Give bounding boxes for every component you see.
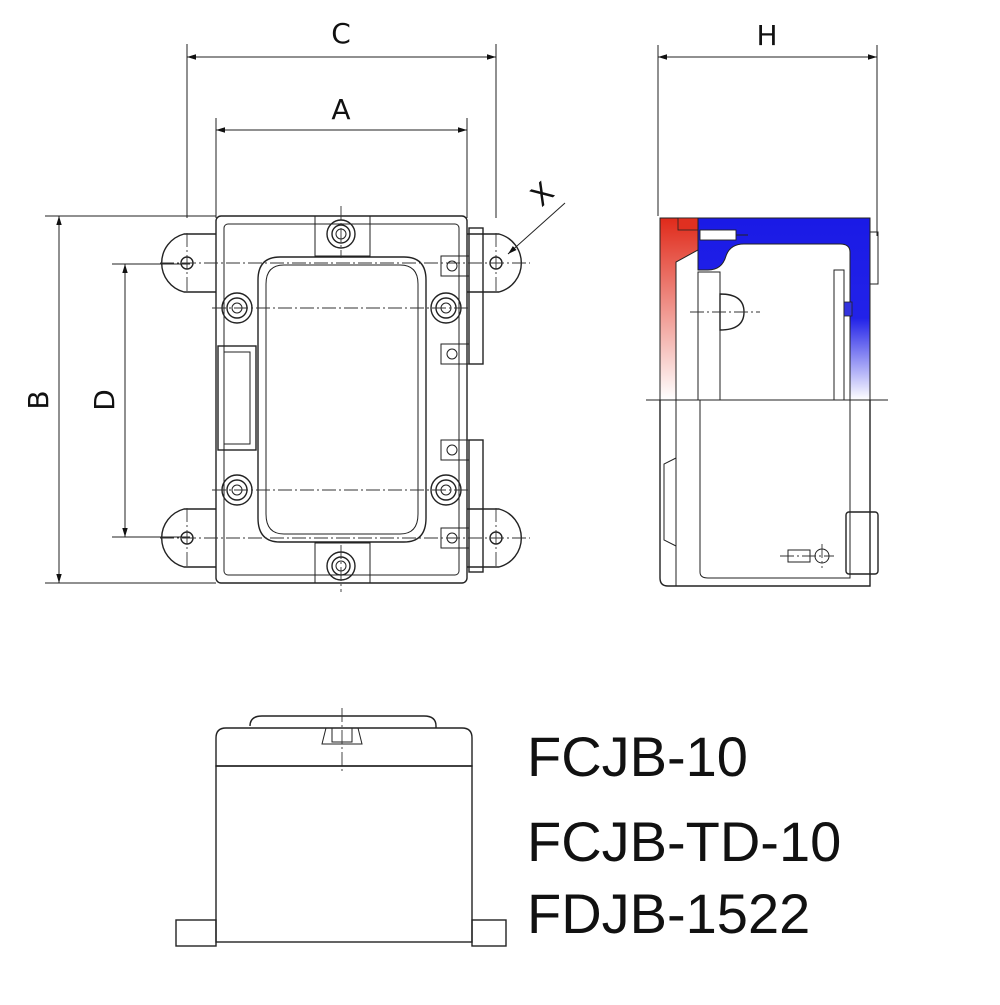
model-name-2: FCJB-TD-10 <box>527 810 841 873</box>
elevation-cover <box>215 727 473 767</box>
dimension-b-label: B <box>22 390 55 409</box>
dimension-a: A <box>215 93 468 218</box>
dimension-d-label: D <box>88 389 121 411</box>
dimension-c-label: C <box>331 17 351 50</box>
center-lines <box>160 206 530 592</box>
model-name-3: FDJB-1522 <box>527 882 810 945</box>
side-lower-body <box>659 400 871 587</box>
section-body-red <box>659 217 699 401</box>
front-view: C A B D X <box>22 17 566 592</box>
cover-window <box>257 256 427 543</box>
dimension-h-label: H <box>756 19 777 52</box>
elevation-body <box>215 765 473 943</box>
screw-section <box>699 229 737 241</box>
elevation-view <box>175 708 507 947</box>
hinges <box>440 227 484 573</box>
enclosure-rim <box>223 223 460 576</box>
side-view: H <box>646 19 888 587</box>
detail-x-label: X <box>524 175 560 212</box>
dimension-h: H <box>657 19 878 236</box>
model-name-1: FCJB-10 <box>527 725 748 788</box>
detail-x: X <box>507 175 566 255</box>
side-slot <box>217 345 257 451</box>
model-list: FCJB-10 FCJB-TD-10 FDJB-1522 <box>527 725 841 945</box>
elevation-foot-left <box>175 919 217 947</box>
enclosure-body <box>215 215 468 584</box>
dimension-d: D <box>88 263 190 538</box>
elevation-foot-right <box>471 919 507 947</box>
dimension-c: C <box>186 17 497 218</box>
side-hinge <box>845 511 879 575</box>
dimension-b: B <box>22 215 216 584</box>
dimension-a-label: A <box>331 93 350 126</box>
